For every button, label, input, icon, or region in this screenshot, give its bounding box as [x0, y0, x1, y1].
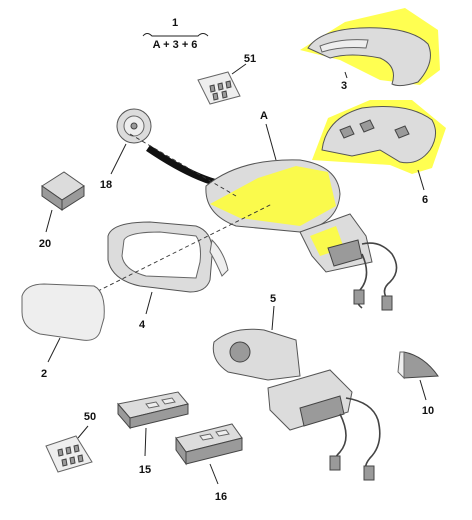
part-50-clip-kit[interactable]: 50 — [45, 411, 96, 473]
leader-10 — [419, 379, 427, 401]
leader-5 — [271, 305, 275, 331]
frame-inner — [121, 231, 201, 279]
glass — [21, 283, 105, 341]
mirror-assembly-a[interactable] — [205, 159, 398, 311]
leader-3 — [344, 71, 348, 79]
base-gear — [229, 341, 251, 363]
base-connector-1 — [329, 455, 341, 471]
label-6: 6 — [422, 194, 428, 206]
leader-51 — [231, 63, 247, 75]
kit-brace — [142, 33, 209, 37]
base-plate-edge — [299, 395, 345, 427]
leader-16 — [209, 463, 219, 485]
alignment-line-1 — [59, 203, 273, 311]
label-3: 3 — [341, 80, 347, 92]
frame-tab — [209, 238, 229, 277]
label-50: 50 — [84, 411, 96, 423]
base-motor — [212, 328, 301, 381]
switch-sides — [175, 436, 243, 466]
assembly-label: A — [260, 110, 277, 161]
trim-face — [403, 351, 439, 379]
switch-sides — [117, 402, 189, 430]
part-20-module[interactable]: 20 — [39, 171, 85, 250]
label-10: 10 — [422, 405, 434, 417]
trim-edge — [397, 351, 405, 380]
module-sides — [41, 185, 85, 211]
arm-base — [327, 239, 363, 267]
label-4: 4 — [139, 319, 146, 331]
label-16: 16 — [215, 491, 227, 503]
leader-50 — [77, 425, 89, 439]
switch-buttons — [145, 397, 176, 409]
kit-header: 1 A + 3 + 6 — [142, 17, 209, 51]
part-51-clip-kit[interactable]: 51 — [197, 53, 256, 105]
switch-buttons — [199, 429, 230, 441]
leader-2 — [47, 337, 61, 363]
base-wire-1 — [345, 397, 381, 479]
highlight-area — [210, 166, 336, 226]
part-3-mirror-cover[interactable]: 3 — [300, 8, 440, 92]
leader-20 — [45, 209, 53, 233]
kit-formula: A + 3 + 6 — [153, 39, 198, 51]
leader-4 — [145, 291, 153, 315]
label-2: 2 — [41, 368, 47, 380]
inner-clips — [339, 119, 410, 139]
base-connector-2 — [363, 465, 375, 481]
label-51: 51 — [244, 53, 256, 65]
motor-hub — [130, 122, 138, 130]
label-18: 18 — [100, 179, 112, 191]
part-15-switch[interactable]: 15 — [117, 391, 189, 476]
label-a: A — [260, 110, 268, 122]
part-5-base[interactable]: 5 — [212, 293, 381, 481]
connector-2 — [381, 295, 393, 311]
part-10-trim[interactable]: 10 — [397, 351, 439, 417]
clips — [57, 444, 84, 467]
label-20: 20 — [39, 238, 51, 250]
kit-number: 1 — [172, 17, 178, 29]
part-16-switch[interactable]: 16 — [175, 423, 243, 503]
leader-18 — [110, 143, 127, 175]
part-4-frame[interactable]: 4 — [107, 221, 229, 331]
leader-a — [265, 123, 277, 161]
cover-inner — [319, 39, 369, 53]
connector-1 — [353, 289, 365, 305]
leader-6 — [417, 169, 425, 191]
part-6-inner-cover[interactable]: 6 — [312, 100, 446, 206]
part-2-glass[interactable]: 2 — [21, 283, 105, 380]
inner-shell — [321, 106, 436, 164]
clips — [209, 80, 232, 101]
label-5: 5 — [270, 293, 276, 305]
leader-15 — [144, 427, 147, 457]
wire-1 — [361, 242, 398, 301]
label-15: 15 — [139, 464, 151, 476]
